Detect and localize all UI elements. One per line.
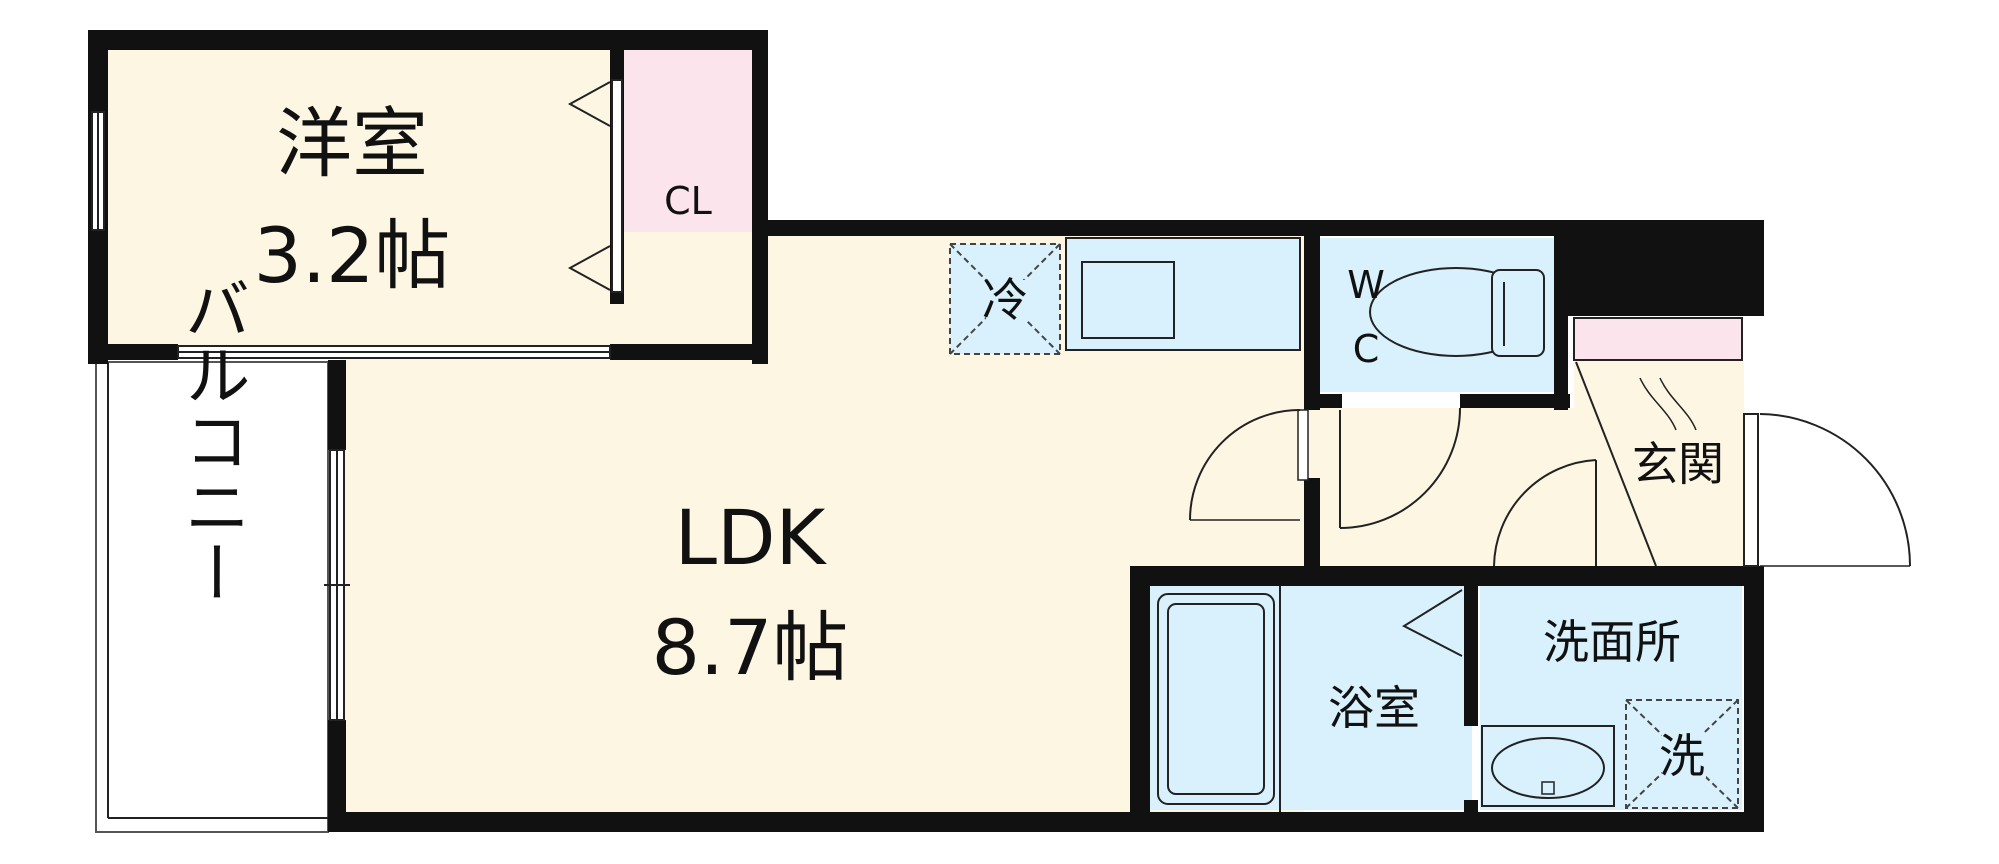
wall <box>1554 220 1568 410</box>
wall <box>1130 566 1764 586</box>
wall <box>1460 394 1570 408</box>
ldk-size: 8.7帖 <box>652 603 849 692</box>
washer-space <box>1625 699 1739 809</box>
refrigerator-label: 冷 <box>982 273 1028 327</box>
washroom-label: 洗面所 <box>1543 615 1681 669</box>
bathtub-inner <box>1167 603 1265 795</box>
wall <box>88 30 768 50</box>
wall <box>328 360 346 450</box>
entrance-label: 玄関 <box>1632 437 1724 491</box>
entrance-floor <box>1574 360 1744 566</box>
balcony-outline <box>95 361 329 833</box>
wall <box>1566 220 1764 316</box>
wall <box>1464 800 1478 820</box>
wc-label-w: W <box>1347 263 1385 307</box>
wall <box>1304 394 1342 408</box>
toilet <box>1369 267 1545 357</box>
ldk-name: LDK <box>675 493 828 582</box>
entrance-door <box>1743 413 1759 567</box>
closet-door <box>611 79 623 293</box>
balcony-label: バルコニー <box>174 275 251 605</box>
closet-label: CL <box>664 179 712 223</box>
refrigerator-space <box>949 243 1061 355</box>
wall <box>752 30 768 364</box>
wall <box>1464 566 1478 726</box>
kitchen-sink <box>1081 261 1175 339</box>
western-room-name: 洋室 <box>276 99 428 188</box>
washer-label: 洗 <box>1659 729 1705 783</box>
wall <box>328 812 1764 832</box>
wall <box>88 344 178 360</box>
western-room-size: 3.2帖 <box>254 211 451 300</box>
wall <box>752 220 1764 236</box>
wall <box>328 720 346 832</box>
wc-label-c: C <box>1353 327 1380 371</box>
wall <box>1130 566 1150 832</box>
wall <box>610 344 768 360</box>
washbasin <box>1481 725 1615 807</box>
shoe-box <box>1573 317 1743 361</box>
wall <box>1744 566 1764 832</box>
door <box>1297 409 1309 481</box>
wall <box>1304 478 1320 568</box>
bathroom-label: 浴室 <box>1328 681 1420 735</box>
wall <box>1304 220 1320 410</box>
